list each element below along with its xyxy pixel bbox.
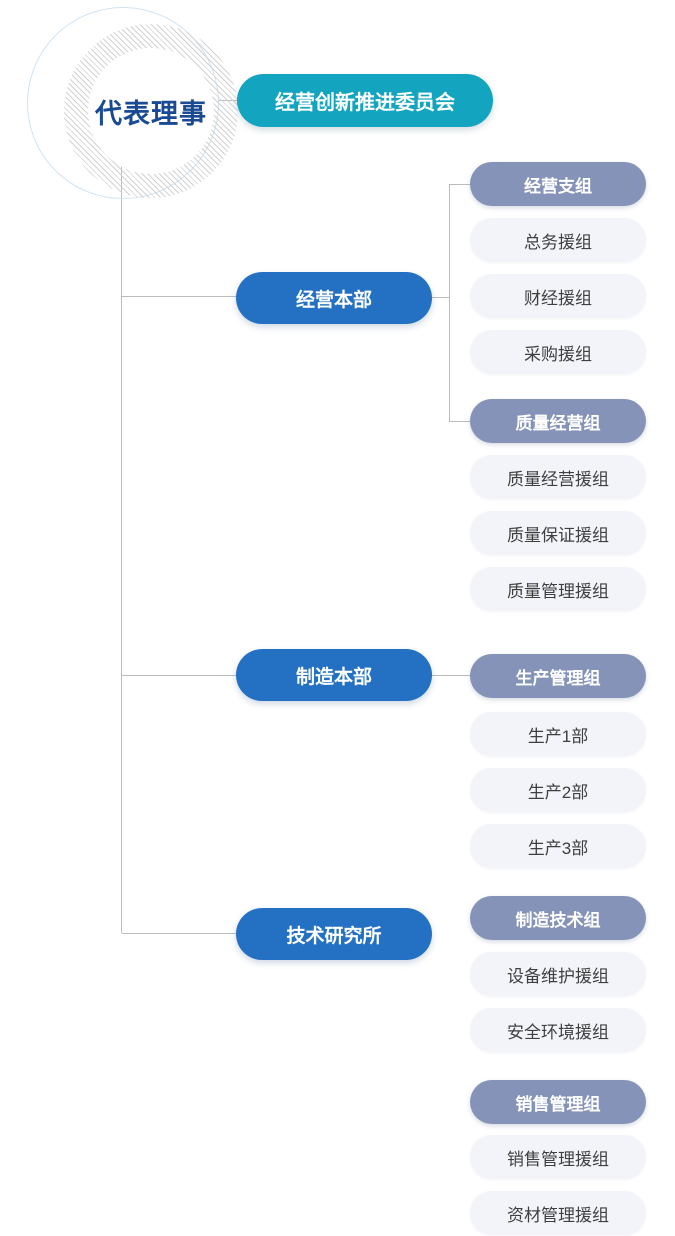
group-header-sales-management: 销售管理组	[470, 1080, 646, 1124]
root-node-label: 代表理事	[95, 98, 207, 129]
connector-management-bracket	[432, 297, 449, 298]
group-item: 总务援组	[470, 218, 646, 262]
connector-branch-research	[122, 933, 236, 934]
connector-bracket-top-stub	[449, 184, 470, 185]
group-item: 生产1部	[470, 712, 646, 756]
root-node-inner: 代表理事	[88, 48, 214, 174]
connector-trunk	[121, 165, 122, 933]
group-header-business-support: 经营支组	[470, 162, 646, 206]
group-item: 质量管理援组	[470, 567, 646, 611]
group-item: 安全环境援组	[470, 1008, 646, 1052]
group-header-quality-management: 质量经营组	[470, 399, 646, 443]
connector-branch-manufacturing	[122, 675, 236, 676]
group-item: 财经援组	[470, 274, 646, 318]
group-item: 采购援组	[470, 330, 646, 374]
group-header-manufacturing-tech: 制造技术组	[470, 896, 646, 940]
group-item: 资材管理援组	[470, 1191, 646, 1235]
connector-branch-management	[122, 296, 236, 297]
root-node-circle: 代表理事	[27, 7, 238, 199]
connector-bracket-vertical	[449, 184, 450, 421]
group-item: 质量保证援组	[470, 511, 646, 555]
group-header-production-management: 生产管理组	[470, 654, 646, 698]
node-management-hq: 经营本部	[236, 272, 432, 324]
group-item: 生产2部	[470, 768, 646, 812]
group-item: 销售管理援组	[470, 1135, 646, 1179]
node-manufacturing-hq: 制造本部	[236, 649, 432, 701]
connector-bracket-bottom-stub	[449, 421, 470, 422]
group-item: 生产3部	[470, 824, 646, 868]
group-item: 质量经营援组	[470, 455, 646, 499]
group-item: 设备维护援组	[470, 952, 646, 996]
node-tech-research: 技术研究所	[236, 908, 432, 960]
connector-manufacturing-production	[432, 675, 470, 676]
node-committee: 经营创新推进委员会	[237, 74, 493, 127]
